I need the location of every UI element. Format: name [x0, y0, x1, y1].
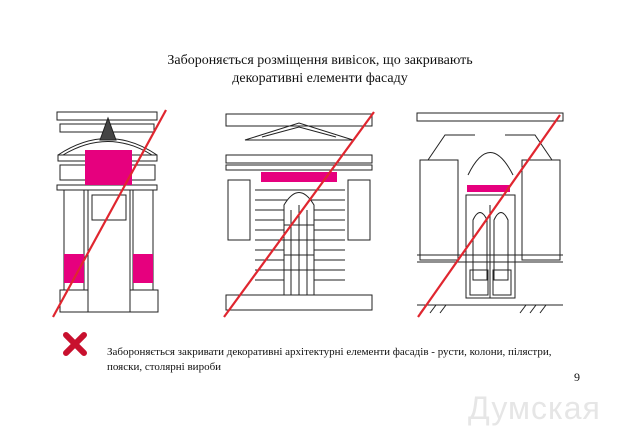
prohibited-signs	[64, 150, 510, 283]
page-title-line-2: декоративні елементи фасаду	[232, 71, 408, 86]
page-title-line-1: Забороняється розміщення вивісок, що зак…	[167, 53, 473, 68]
page-number: 9	[574, 370, 580, 384]
watermark: Думская	[468, 390, 601, 426]
sign-block	[261, 172, 337, 182]
sign-block	[133, 254, 153, 283]
sign-block	[85, 150, 132, 185]
strike-lines	[52, 109, 561, 318]
red-x-icon	[63, 332, 87, 356]
figure-pediment	[225, 113, 373, 311]
sign-block	[467, 185, 510, 192]
sign-block	[64, 254, 84, 283]
rule-text: Забороняється закривати декоративні архі…	[107, 346, 552, 373]
